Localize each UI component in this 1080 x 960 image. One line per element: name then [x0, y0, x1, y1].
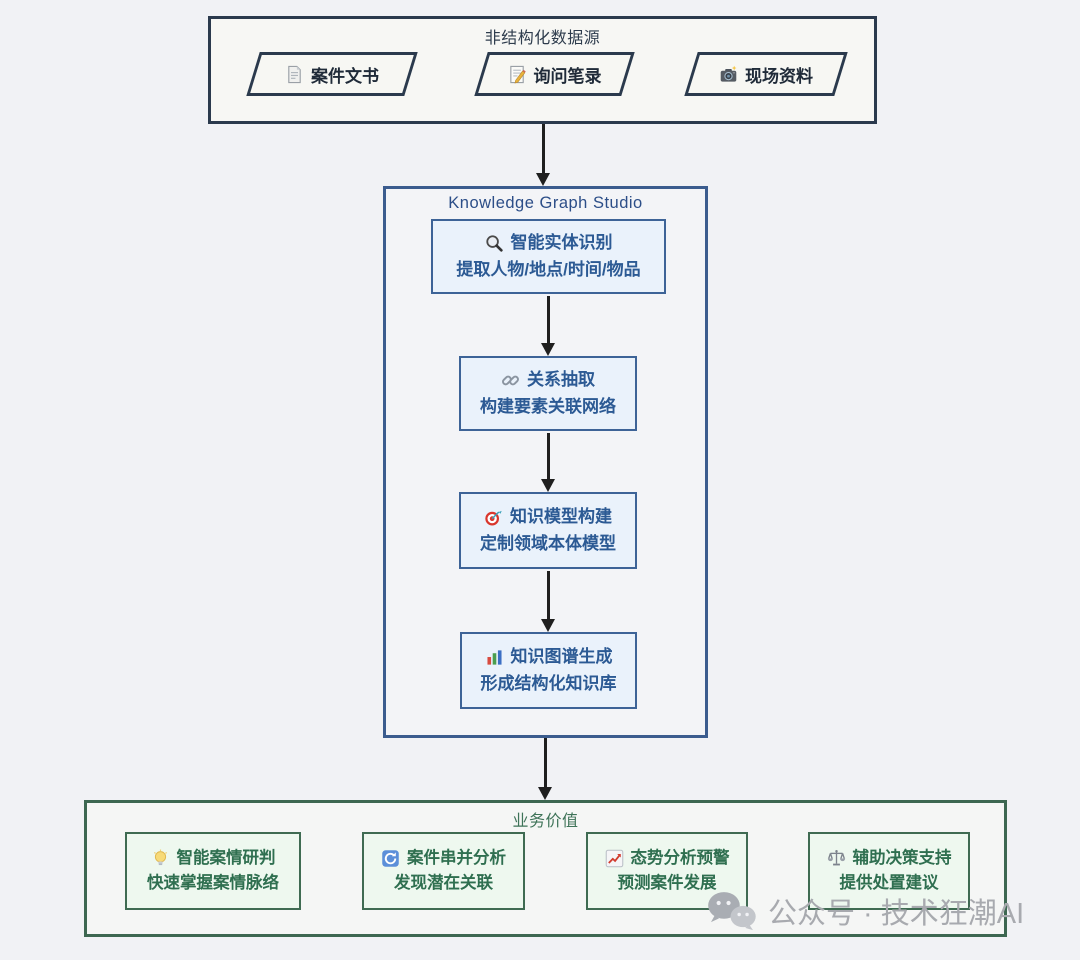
watermark-text: 公众号 · 技术狂潮AI [768, 898, 1025, 930]
arrow-step1-to-step2 [541, 296, 555, 356]
studio-box: Knowledge Graph Studio 智能实体识别 提取人物/地点/时间… [383, 186, 708, 738]
scales-icon [827, 849, 846, 868]
arrow-sources-to-studio [536, 124, 550, 186]
step-entity-recognition: 智能实体识别 提取人物/地点/时间/物品 [431, 219, 666, 294]
chart-up-icon [605, 849, 624, 868]
arrow-studio-to-value [538, 738, 552, 800]
value-box: 业务价值 智能案情研判 快速掌握案情脉络 案件串并分析 发现潜在关联 态势分析预… [84, 800, 1007, 937]
refresh-icon [381, 849, 400, 868]
studio-box-title: Knowledge Graph Studio [448, 194, 643, 212]
watermark: 公众号 · 技术狂潮AI [706, 890, 1024, 932]
value-item-subtitle: 预测案件发展 [617, 874, 717, 892]
value-item-title: 辅助决策支持 [852, 848, 952, 867]
value-item-subtitle: 提供处置建议 [839, 874, 939, 892]
step-title: 知识图谱生成 [510, 646, 613, 666]
target-icon [484, 508, 503, 527]
step-title: 关系抽取 [527, 369, 595, 389]
document-icon [285, 65, 304, 84]
camera-icon [719, 65, 738, 84]
value-item-title: 案件串并分析 [407, 848, 506, 867]
source-item-label: 现场资料 [745, 66, 813, 86]
link-icon [501, 371, 520, 390]
value-box-title: 业务价值 [512, 813, 579, 830]
value-item-case-linking: 案件串并分析 发现潜在关联 [362, 832, 525, 910]
memo-icon [508, 65, 527, 84]
bar-chart-icon [485, 648, 504, 667]
arrow-step2-to-step3 [541, 433, 555, 492]
step-knowledge-model: 知识模型构建 定制领域本体模型 [459, 492, 637, 569]
arrow-step3-to-step4 [541, 571, 555, 632]
source-box-title: 非结构化数据源 [484, 30, 601, 47]
wechat-icon [706, 890, 758, 932]
value-item-title: 态势分析预警 [630, 848, 730, 867]
magnifier-icon [485, 234, 504, 253]
source-item-label: 询问笔录 [533, 66, 602, 86]
step-subtitle: 定制领域本体模型 [480, 533, 616, 553]
step-title: 智能实体识别 [510, 232, 613, 252]
step-relation-extraction: 关系抽取 构建要素关联网络 [459, 356, 637, 431]
source-box: 非结构化数据源 案件文书 询问笔录 现场资料 [208, 16, 877, 124]
value-item-trend-warning: 态势分析预警 预测案件发展 [586, 832, 748, 910]
bulb-icon [151, 849, 170, 868]
value-item-subtitle: 发现潜在关联 [394, 874, 493, 892]
source-item-scene-materials: 现场资料 [684, 52, 848, 96]
step-subtitle: 构建要素关联网络 [480, 396, 616, 416]
value-item-case-analysis: 智能案情研判 快速掌握案情脉络 [125, 832, 301, 910]
value-item-decision-support: 辅助决策支持 提供处置建议 [808, 832, 970, 910]
source-item-label: 案件文书 [311, 66, 379, 86]
step-graph-generation: 知识图谱生成 形成结构化知识库 [460, 632, 637, 709]
step-title: 知识模型构建 [510, 506, 612, 526]
value-item-title: 智能案情研判 [176, 848, 276, 867]
source-item-case-documents: 案件文书 [246, 52, 418, 96]
step-subtitle: 提取人物/地点/时间/物品 [456, 259, 641, 279]
source-item-interview-records: 询问笔录 [474, 52, 635, 96]
value-item-subtitle: 快速掌握案情脉络 [147, 874, 279, 892]
step-subtitle: 形成结构化知识库 [480, 673, 617, 693]
